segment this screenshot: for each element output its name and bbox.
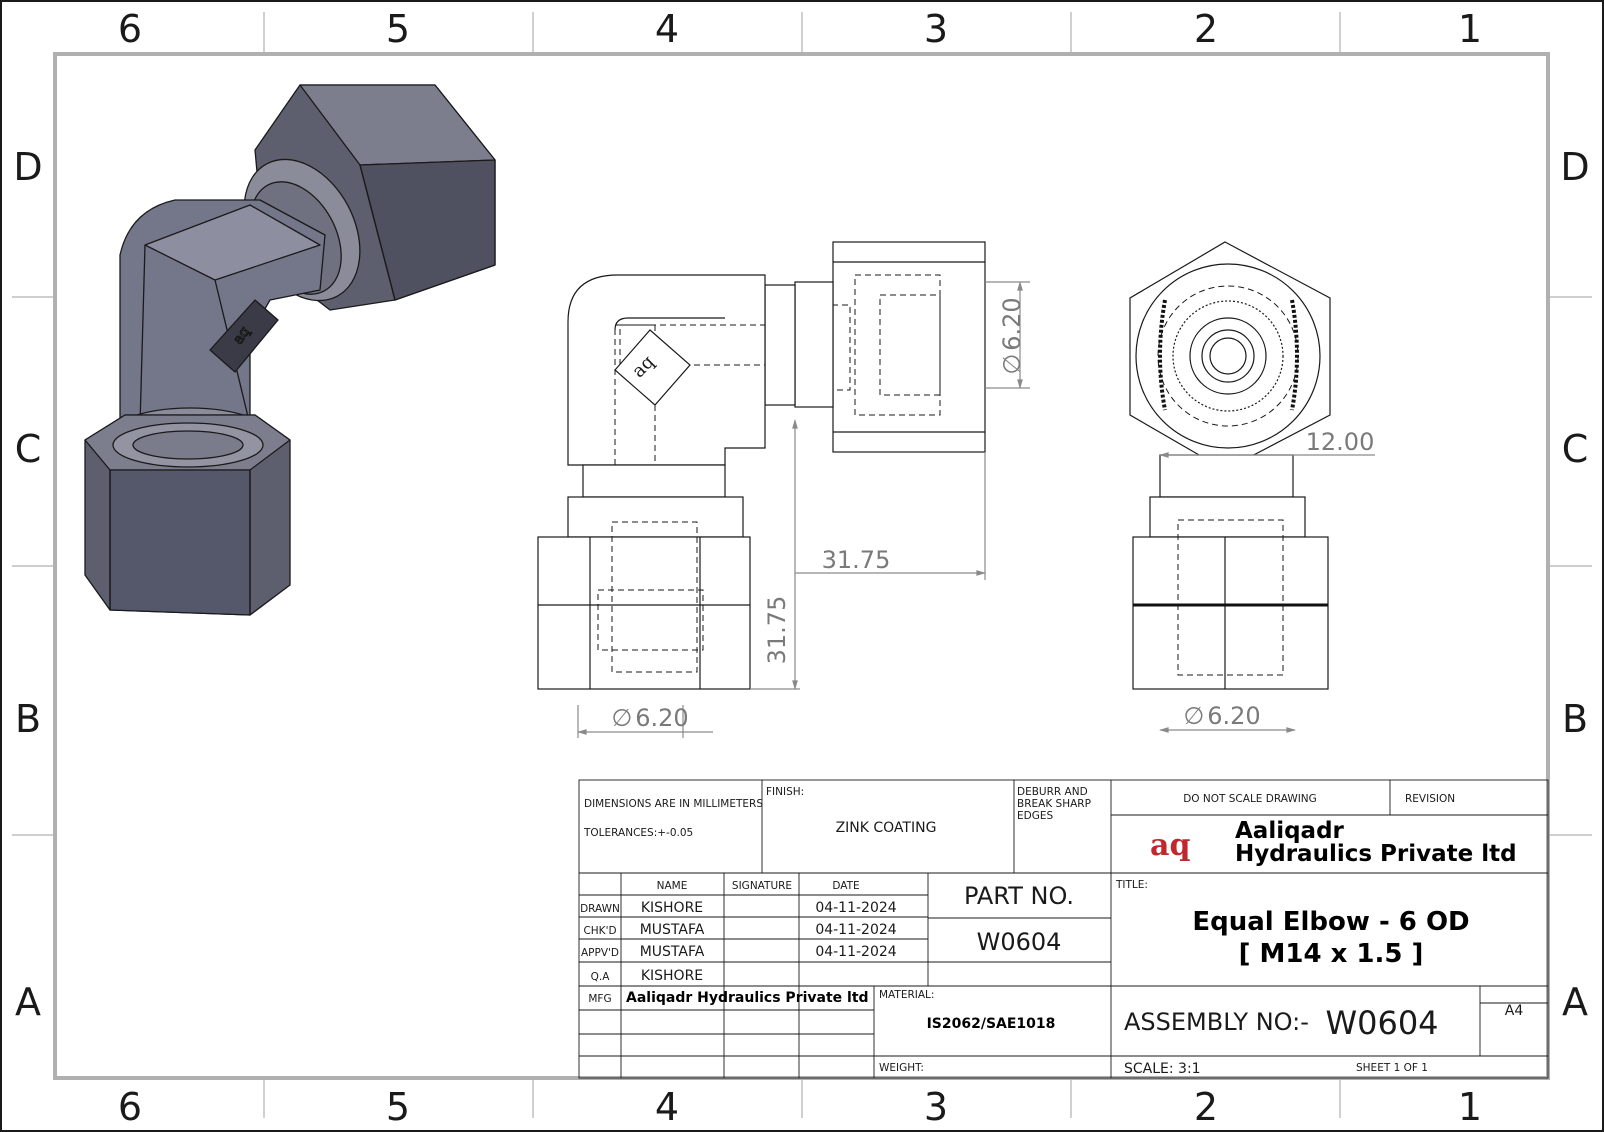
zone-row-a-right: A — [1562, 980, 1588, 1024]
company-logo-icon: aq — [1150, 828, 1190, 863]
sheet-count: SHEET 1 OF 1 — [1356, 1062, 1428, 1074]
header-date: DATE — [832, 880, 859, 892]
side-dimensions: 12.00 ∅6.20 — [1159, 428, 1375, 733]
role-qa: Q.A — [591, 971, 611, 983]
sheet-size: A4 — [1505, 1003, 1524, 1019]
date-approved: 04-11-2024 — [815, 944, 896, 960]
zone-labels-top: 6 5 4 3 2 1 — [118, 7, 1482, 51]
name-checked: MUSTAFA — [640, 922, 705, 938]
zone-row-d-right: D — [1560, 145, 1589, 189]
zone-labels-right: D C B A — [1560, 145, 1589, 1024]
header-signature: SIGNATURE — [732, 880, 792, 892]
zone-col-6-bottom: 6 — [118, 1085, 142, 1129]
deburr-line-1: DEBURR AND — [1017, 786, 1088, 798]
zone-row-d-left: D — [13, 145, 42, 189]
zone-labels-left: D C B A — [13, 145, 42, 1024]
zone-ticks — [12, 12, 1592, 1118]
isometric-view: aq — [84, 84, 496, 616]
date-drawn: 04-11-2024 — [815, 900, 896, 916]
zone-row-a-left: A — [15, 980, 41, 1024]
finish-label: FINISH: — [766, 786, 804, 798]
company-name-line-2: Hydraulics Private ltd — [1235, 841, 1517, 867]
title-label: TITLE: — [1115, 879, 1148, 891]
weight-label: WEIGHT: — [879, 1062, 924, 1074]
role-drawn: DRAWN — [580, 903, 620, 915]
do-not-scale-note: DO NOT SCALE DRAWING — [1183, 793, 1317, 805]
name-qa: KISHORE — [641, 968, 703, 984]
material-value: IS2062/SAE1018 — [927, 1016, 1056, 1032]
drawing-title-line-2: [ M14 x 1.5 ] — [1239, 939, 1424, 969]
dim-side-bottom-dia: ∅6.20 — [1183, 702, 1260, 730]
role-checked: CHK'D — [583, 925, 616, 937]
company-name-line-1: Aaliqadr — [1235, 818, 1345, 844]
deburr-line-3: EDGES — [1017, 810, 1053, 822]
finish-value: ZINK COATING — [836, 820, 937, 836]
deburr-line-2: BREAK SHARP — [1017, 798, 1091, 810]
zone-col-6-top: 6 — [118, 7, 142, 51]
title-block: DIMENSIONS ARE IN MILLIMETERS TOLERANCES… — [578, 779, 1549, 1079]
name-drawn: KISHORE — [641, 900, 703, 916]
zone-col-5-top: 5 — [386, 7, 410, 51]
zone-col-4-bottom: 4 — [655, 1085, 679, 1129]
zone-labels-bottom: 6 5 4 3 2 1 — [118, 1085, 1482, 1129]
drawing-title-line-1: Equal Elbow - 6 OD — [1192, 907, 1469, 937]
zone-col-2-top: 2 — [1194, 7, 1218, 51]
front-dimensions: ∅6.20 31.75 31.75 ∅6.20 — [577, 281, 1030, 738]
part-no-label: PART NO. — [964, 882, 1074, 910]
zone-col-4-top: 4 — [655, 7, 679, 51]
side-view — [1129, 241, 1331, 690]
dim-front-pipe-dia: ∅6.20 — [998, 297, 1026, 374]
mfg-label: MFG — [588, 993, 611, 1005]
zone-row-b-right: B — [1562, 697, 1588, 741]
zone-row-c-right: C — [1562, 427, 1589, 471]
zone-row-b-left: B — [15, 697, 41, 741]
units-note: DIMENSIONS ARE IN MILLIMETERS — [584, 798, 763, 810]
scale-value: SCALE: 3:1 — [1124, 1061, 1201, 1077]
name-approved: MUSTAFA — [640, 944, 705, 960]
role-approved: APPV'D — [581, 947, 619, 959]
tolerances-note: TOLERANCES:+-0.05 — [583, 827, 693, 839]
header-name: NAME — [657, 880, 688, 892]
date-checked: 04-11-2024 — [815, 922, 896, 938]
dim-side-across-flats: 12.00 — [1306, 428, 1375, 456]
zone-col-1-bottom: 1 — [1458, 1085, 1482, 1129]
dim-front-horizontal: 31.75 — [822, 546, 891, 574]
zone-col-5-bottom: 5 — [386, 1085, 410, 1129]
assembly-no-label: ASSEMBLY NO:- — [1124, 1008, 1309, 1036]
dim-front-bottom-dia: ∅6.20 — [611, 704, 688, 732]
zone-col-1-top: 1 — [1458, 7, 1482, 51]
zone-row-c-left: C — [15, 427, 42, 471]
zone-col-3-top: 3 — [924, 7, 948, 51]
assembly-no-value: W0604 — [1325, 1004, 1438, 1042]
part-no-value: W0604 — [977, 928, 1062, 956]
revision-label: REVISION — [1405, 793, 1455, 805]
zone-col-2-bottom: 2 — [1194, 1085, 1218, 1129]
dim-front-vertical: 31.75 — [763, 596, 791, 665]
material-label: MATERIAL: — [879, 989, 934, 1001]
zone-col-3-bottom: 3 — [924, 1085, 948, 1129]
front-view: aq — [537, 241, 986, 690]
mfg-value: Aaliqadr Hydraulics Private ltd — [626, 990, 869, 1006]
